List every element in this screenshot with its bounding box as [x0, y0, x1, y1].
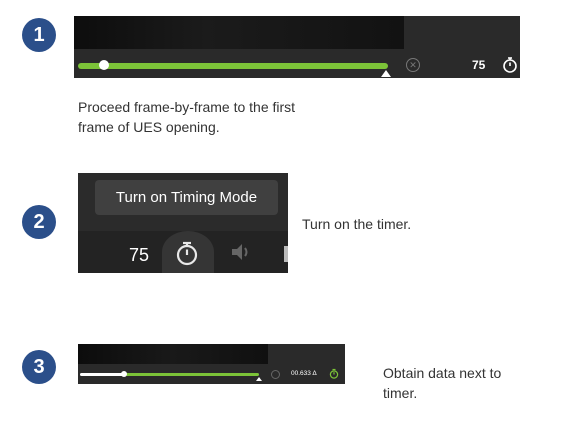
video-frame-dark-area [404, 16, 520, 49]
progress-track[interactable] [78, 63, 388, 69]
stopwatch-icon[interactable] [175, 240, 199, 266]
close-circle-icon[interactable] [271, 370, 280, 379]
frame-number: 75 [472, 58, 486, 72]
frame-number: 75 [129, 245, 150, 265]
progress-played[interactable] [80, 373, 124, 376]
progress-track[interactable] [124, 373, 259, 376]
caption-line: Obtain data next to [383, 365, 502, 381]
video-frame [78, 344, 268, 364]
video-player-step-3: 00.633 Δ [78, 344, 345, 384]
close-circle-icon[interactable]: ✕ [406, 58, 420, 72]
video-frame [74, 16, 404, 49]
step-2-badge: 2 [22, 205, 56, 239]
frame-marker [256, 377, 262, 381]
video-player-step-1: ✕ 75 [74, 16, 520, 78]
timing-controls-step-2: Turn on Timing Mode 75 [78, 173, 288, 273]
step-1-caption: Proceed frame-by-frame to the first fram… [78, 97, 295, 137]
timing-mode-tooltip: Turn on Timing Mode [95, 180, 278, 215]
scrubber-knob[interactable] [121, 371, 127, 377]
caption-line: frame of UES opening. [78, 119, 220, 135]
caption-line: timer. [383, 385, 418, 401]
speaker-icon[interactable] [230, 242, 252, 262]
scrubber-knob[interactable] [99, 60, 109, 70]
stopwatch-icon[interactable] [329, 368, 339, 379]
next-control-edge [284, 246, 288, 262]
timer-value: 00.633 Δ [291, 370, 317, 377]
caption-line: Proceed frame-by-frame to the first [78, 99, 296, 115]
step-2-caption: Turn on the timer. [302, 216, 412, 232]
step-1-badge: 1 [22, 18, 56, 52]
step-3-caption: Obtain data next to timer. [383, 363, 501, 403]
stopwatch-icon[interactable] [502, 56, 518, 73]
frame-marker [381, 70, 391, 77]
step-3-badge: 3 [22, 350, 56, 384]
